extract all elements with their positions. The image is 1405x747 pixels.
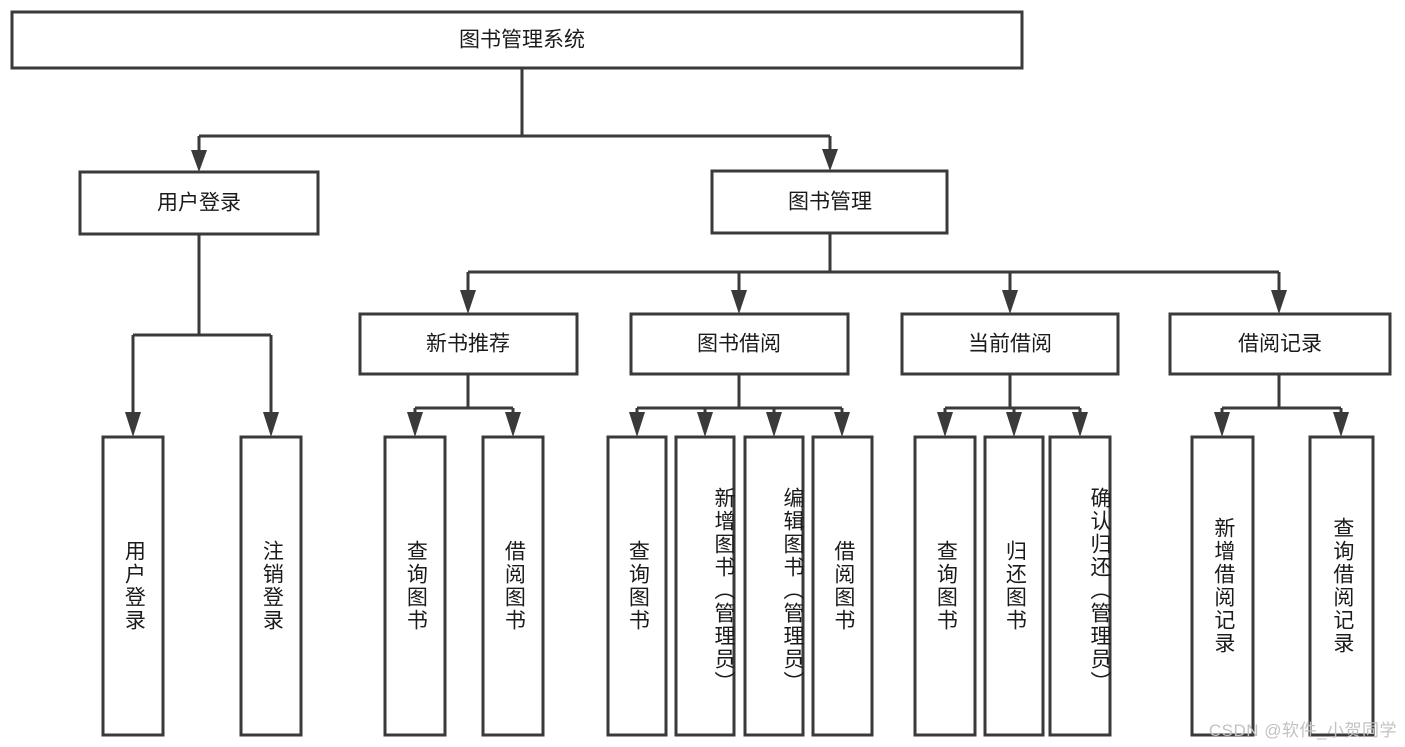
leaf-box-confirm-return[interactable] [1048, 435, 1112, 737]
node-book-management[interactable]: 图书管理 [710, 169, 949, 235]
leaf-box-query-book-2[interactable] [606, 435, 668, 737]
new-book-recommend-box[interactable] [358, 312, 579, 376]
node-borrow-record[interactable]: 借阅记录 [1168, 312, 1392, 376]
leaf-box-add-book[interactable] [674, 435, 736, 737]
borrow-record-box[interactable] [1168, 312, 1392, 376]
arrowhead-leaf-borrow-book-1 [505, 412, 521, 437]
root-box[interactable] [10, 10, 1024, 70]
arrowhead-new-book-recommend [460, 290, 476, 314]
leaf-box-add-borrow-record[interactable] [1190, 435, 1255, 737]
csdn-watermark: CSDN @软件_小贺同学 [1208, 721, 1397, 740]
current-borrow-box[interactable] [900, 312, 1120, 376]
current-borrow-label: 当前借阅 [968, 333, 1052, 356]
book-borrow-box[interactable] [629, 312, 850, 376]
arrowhead-leaf-confirm-return [1072, 412, 1088, 437]
node-current-borrow[interactable]: 当前借阅 [900, 312, 1120, 376]
node-root[interactable]: 图书管理系统 [10, 10, 1024, 70]
leaf-box-query-borrow-record[interactable] [1308, 435, 1375, 737]
arrowhead-leaf-query-book-2 [629, 412, 645, 437]
arrowhead-leaf-user-logout [263, 412, 279, 437]
arrowhead-leaf-add-borrow-record [1214, 412, 1230, 437]
arrowhead-leaf-edit-book [766, 412, 782, 437]
arrowhead-leaf-query-borrow-record [1333, 412, 1349, 437]
node-book-borrow[interactable]: 图书借阅 [629, 312, 850, 376]
arrowhead-leaf-return-book [1006, 412, 1022, 437]
leaf-box-return-book[interactable] [983, 435, 1045, 737]
root-label: 图书管理系统 [459, 29, 585, 52]
arrowhead-book-borrow [731, 290, 747, 314]
leaf-box-borrow-book-1[interactable] [481, 435, 545, 737]
connector-layer [125, 68, 1349, 437]
leaf-box-query-book-3[interactable] [913, 435, 977, 737]
arrowhead-user-login [191, 150, 207, 172]
leaf-box-query-book-1[interactable] [383, 435, 447, 737]
arrowhead-leaf-user-login [125, 412, 141, 437]
arrowhead-book-management [822, 149, 838, 171]
arrowhead-current-borrow [1002, 290, 1018, 314]
arrowhead-leaf-query-book-3 [937, 412, 953, 437]
arrowhead-leaf-borrow-book-2 [834, 412, 850, 437]
node-new-book-recommend[interactable]: 新书推荐 [358, 312, 579, 376]
arrowhead-borrow-record [1271, 290, 1287, 314]
leaf-box-borrow-book-2[interactable] [811, 435, 874, 737]
book-borrow-label: 图书借阅 [697, 333, 781, 356]
arrowhead-leaf-add-book [697, 412, 713, 437]
leaf-box-user-login[interactable] [101, 435, 165, 737]
user-login-box[interactable] [78, 170, 320, 236]
book-management-box[interactable] [710, 169, 949, 235]
new-book-recommend-label: 新书推荐 [426, 333, 510, 356]
leaf-box-edit-book[interactable] [743, 435, 805, 737]
leaf-box-user-logout[interactable] [239, 435, 303, 737]
book-management-label: 图书管理 [788, 191, 872, 214]
arrowhead-leaf-query-book-1 [407, 412, 423, 437]
borrow-record-label: 借阅记录 [1238, 333, 1322, 356]
node-user-login[interactable]: 用户登录 [78, 170, 320, 236]
user-login-label: 用户登录 [157, 192, 241, 215]
leaf-box-layer [101, 435, 1375, 737]
